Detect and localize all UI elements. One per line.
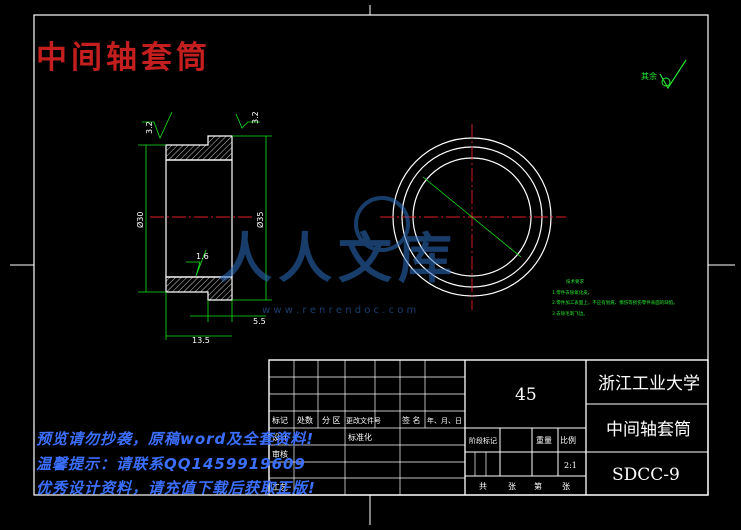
title-block xyxy=(268,359,709,496)
rev-header-zone: 分 区 xyxy=(322,416,341,425)
tech-note-1: 1.零件去除氧化皮。 xyxy=(552,289,592,296)
watermark-line-1: 预览请勿抄袭，原稿word及全套资料! xyxy=(36,430,315,448)
rev-header-mark: 标记 xyxy=(272,415,288,425)
watermark-line-3: 优秀设计资料，请充值下载后获取正版! xyxy=(36,479,316,497)
university-name: 浙江工业大学 xyxy=(598,374,700,394)
dim-total-length: 13.5 xyxy=(192,336,210,345)
sheet-labels: 共 张 第 张 xyxy=(479,481,570,491)
tech-notes: 技术要求 1.零件去除氧化皮。 2.零件加工表面上，不应有划痕、擦伤等损伤零件表… xyxy=(552,278,678,317)
material-value: 45 xyxy=(515,385,537,405)
stage-header-weight: 重量 xyxy=(536,435,552,445)
tech-note-2: 2.零件加工表面上，不应有划痕、擦伤等损伤零件表面的缺陷。 xyxy=(552,299,678,306)
stage-header-mark: 阶段标记 xyxy=(469,436,497,445)
row-label-design: 设计 xyxy=(272,432,288,442)
rev-header-sign: 签 名 xyxy=(402,415,421,425)
tech-note-3: 3.去除毛刺飞边。 xyxy=(552,310,588,317)
watermark-line-2: 温馨提示：请联系QQ1459919609 xyxy=(36,455,306,473)
roughness-corner-label: 其余 xyxy=(641,71,657,81)
roughness-bore: 1.6 xyxy=(196,252,209,261)
revision-header: 标记 处数 分 区 更改文件号 签 名 年、月、日 xyxy=(272,415,462,425)
tech-notes-heading: 技术要求 xyxy=(566,278,584,285)
drawing-number: SDCC-9 xyxy=(612,465,680,485)
sheet-current-label: 第 xyxy=(534,481,542,491)
row-label-process: 工艺 xyxy=(272,483,288,492)
watermark-logo: 人人文库 w w w . r e n r e n d o c . c o m xyxy=(218,196,458,316)
row-label-review: 审核 xyxy=(272,449,288,459)
roughness-top-left: 3.2 xyxy=(145,121,154,134)
stage-headers: 阶段标记 重量 比例 2:1 xyxy=(469,435,577,470)
watermark-site: w w w . r e n r e n d o c . c o m xyxy=(262,305,416,316)
dim-inner-diameter: Ø30 xyxy=(135,212,145,228)
stage-header-scale: 比例 xyxy=(560,435,576,445)
sheet-total-label: 共 xyxy=(479,482,487,491)
part-name: 中间轴套筒 xyxy=(606,420,691,440)
section-dimensions xyxy=(138,111,272,340)
watermark-logo-text: 人人文库 xyxy=(218,226,458,290)
dim-flange-width: 5.5 xyxy=(253,317,266,326)
drawing-title: 中间轴套筒 xyxy=(36,40,211,76)
roughness-corner-symbol: 其余 xyxy=(641,59,687,90)
end-view xyxy=(380,124,566,310)
standardization-label: 标准化 xyxy=(348,432,372,442)
rev-header-file: 更改文件号 xyxy=(346,416,381,425)
sheet-current-unit: 张 xyxy=(562,482,570,491)
scale-value: 2:1 xyxy=(564,461,577,470)
title-block-labels: 设计 审核 工艺 标准化 xyxy=(272,432,372,492)
rev-header-count: 处数 xyxy=(297,415,313,425)
sheet-total-unit: 张 xyxy=(508,482,516,491)
dim-outer-diameter: Ø35 xyxy=(255,212,265,228)
rev-header-date: 年、月、日 xyxy=(427,416,462,425)
roughness-top-right: 3.2 xyxy=(251,111,260,124)
